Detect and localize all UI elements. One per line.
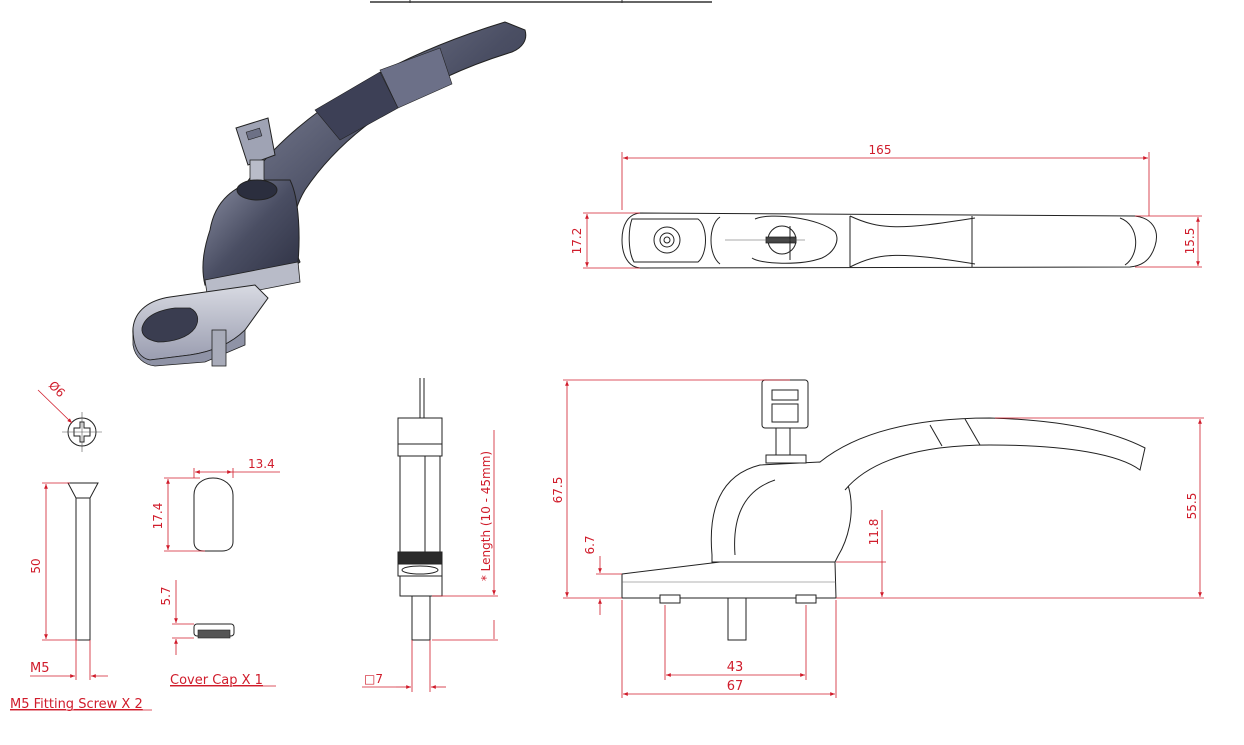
cover-cap-drawing: [193, 477, 235, 639]
dim-13-4: 13.4: [248, 457, 275, 471]
dim-165: 165: [869, 143, 892, 157]
handle-3d-view: [132, 21, 527, 367]
cover-cap-caption: Cover Cap X 1: [170, 673, 263, 688]
dim-50: 50: [29, 558, 43, 573]
handle-side-view: [621, 379, 1146, 641]
fitting-screw-drawing: [62, 412, 102, 641]
dim-5-7: 5.7: [159, 586, 173, 605]
spindle-section-view: [397, 378, 443, 641]
dim-17-4: 17.4: [151, 503, 165, 530]
dim-43: 43: [727, 660, 744, 675]
top-frame-line: [370, 0, 712, 3]
dim-dia-6: Ø6: [46, 378, 68, 400]
handle-top-view: [621, 212, 1157, 269]
dim-17-2: 17.2: [570, 228, 584, 255]
dim-67-5: 67.5: [551, 477, 565, 504]
top-view-dimensions: 165 17.2 15.5: [570, 143, 1202, 269]
side-view-dimensions: 67.5 6.7 11.8 55.5 43 67: [551, 379, 1204, 698]
dim-m5: M5: [30, 661, 50, 676]
dim-spindle-length: * Length (10 - 45mm): [479, 451, 493, 581]
cover-cap-dimensions: 13.4 17.4 5.7 Cover Cap X 1: [151, 457, 280, 688]
dim-11-8: 11.8: [867, 519, 881, 546]
dim-6-7: 6.7: [583, 535, 597, 554]
dim-15-5: 15.5: [1183, 228, 1197, 255]
dim-67: 67: [727, 679, 744, 694]
spindle-dimensions: * Length (10 - 45mm) □7: [362, 430, 498, 692]
dim-55-5: 55.5: [1185, 493, 1199, 520]
fitting-screw-caption: M5 Fitting Screw X 2: [10, 697, 143, 712]
dim-square-7: □7: [364, 672, 383, 686]
